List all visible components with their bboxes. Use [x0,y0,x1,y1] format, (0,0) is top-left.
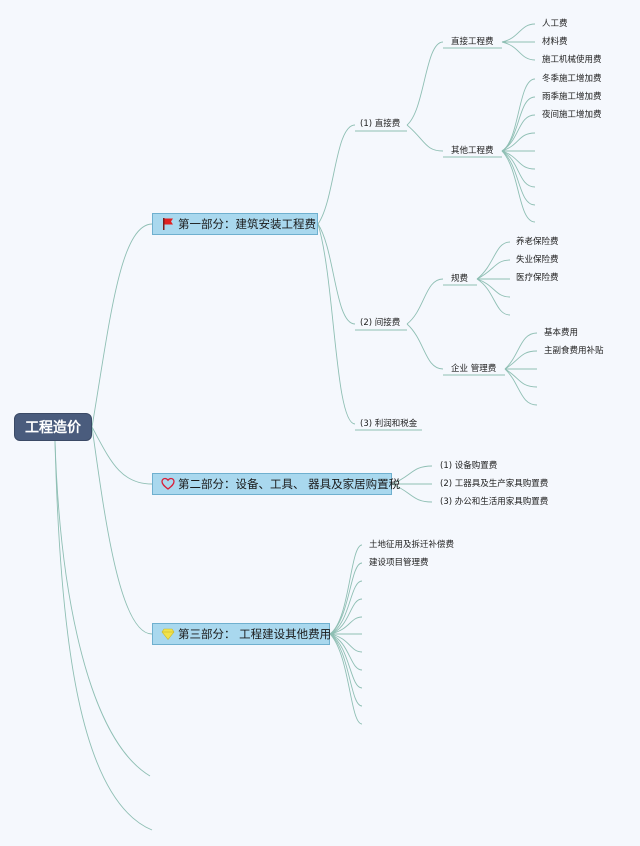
leaf-night[interactable]: 夜间施工增加费 [542,110,602,120]
edge-direct-othereng [406,124,444,152]
leaf-pension[interactable]: 养老保险费 [516,237,559,247]
red-flag-icon [161,217,175,231]
edge-root-extra-2 [54,440,153,831]
leaf-basic[interactable]: 基本费用 [544,328,579,338]
mgmt-fee-node[interactable]: 企业 管理费 [451,364,497,374]
land-compensation-node[interactable]: 土地征用及拆迁补偿费 [369,540,455,550]
leaf-unemployment[interactable]: 失业保险费 [516,255,559,265]
edge-root-extra-1 [54,440,151,777]
project-mgmt-node[interactable]: 建设项目管理费 [369,558,429,568]
part2-label: 第二部分：设备、工具、 器具及家居购置税 [178,477,401,491]
diamond-icon [161,627,175,641]
edge-root-part1 [91,223,153,428]
edge-direct-directeng [406,41,444,126]
equipment-purchase-node[interactable]: (1) 设备购置费 [440,461,498,471]
other-eng-node[interactable]: 其他工程费 [451,146,494,156]
part3-label: 第三部分： 工程建设其他费用 [178,627,332,641]
edge-part1-profit [317,223,356,425]
root-node[interactable]: 工程造价 [14,413,92,441]
part1-node[interactable]: 第一部分：建筑安装工程费 [152,213,318,235]
fees-node[interactable]: 规费 [451,274,469,284]
profit-tax-node[interactable]: (3) 利润和税金 [360,419,418,429]
leaf-machine[interactable]: 施工机械使用费 [542,55,602,65]
part1-label: 第一部分：建筑安装工程费 [178,217,316,231]
heart-icon [161,477,175,491]
leaf-material[interactable]: 材料费 [542,37,568,47]
part2-node[interactable]: 第二部分：设备、工具、 器具及家居购置税 [152,473,400,495]
tools-purchase-node[interactable]: (2) 工器具及生产家具购置费 [440,479,549,489]
direct-cost-node[interactable]: (1) 直接费 [360,119,401,129]
edge-part1-indirect [317,223,356,325]
edge-part1-direct [317,124,356,225]
leaf-food-subsidy[interactable]: 主副食费用补贴 [544,346,604,356]
edge-root-part3 [91,426,153,635]
leaf-labor[interactable]: 人工费 [542,19,568,29]
leaf-winter[interactable]: 冬季施工增加费 [542,74,602,84]
direct-eng-node[interactable]: 直接工程费 [451,37,494,47]
leaf-medical[interactable]: 医疗保险费 [516,273,559,283]
part3-node[interactable]: 第三部分： 工程建设其他费用 [152,623,332,645]
furniture-purchase-node[interactable]: (3) 办公和生活用家具购置费 [440,497,549,507]
indirect-cost-node[interactable]: (2) 间接费 [360,318,401,328]
edge-root-part2 [91,426,153,485]
leaf-rain[interactable]: 雨季施工增加费 [542,92,602,102]
